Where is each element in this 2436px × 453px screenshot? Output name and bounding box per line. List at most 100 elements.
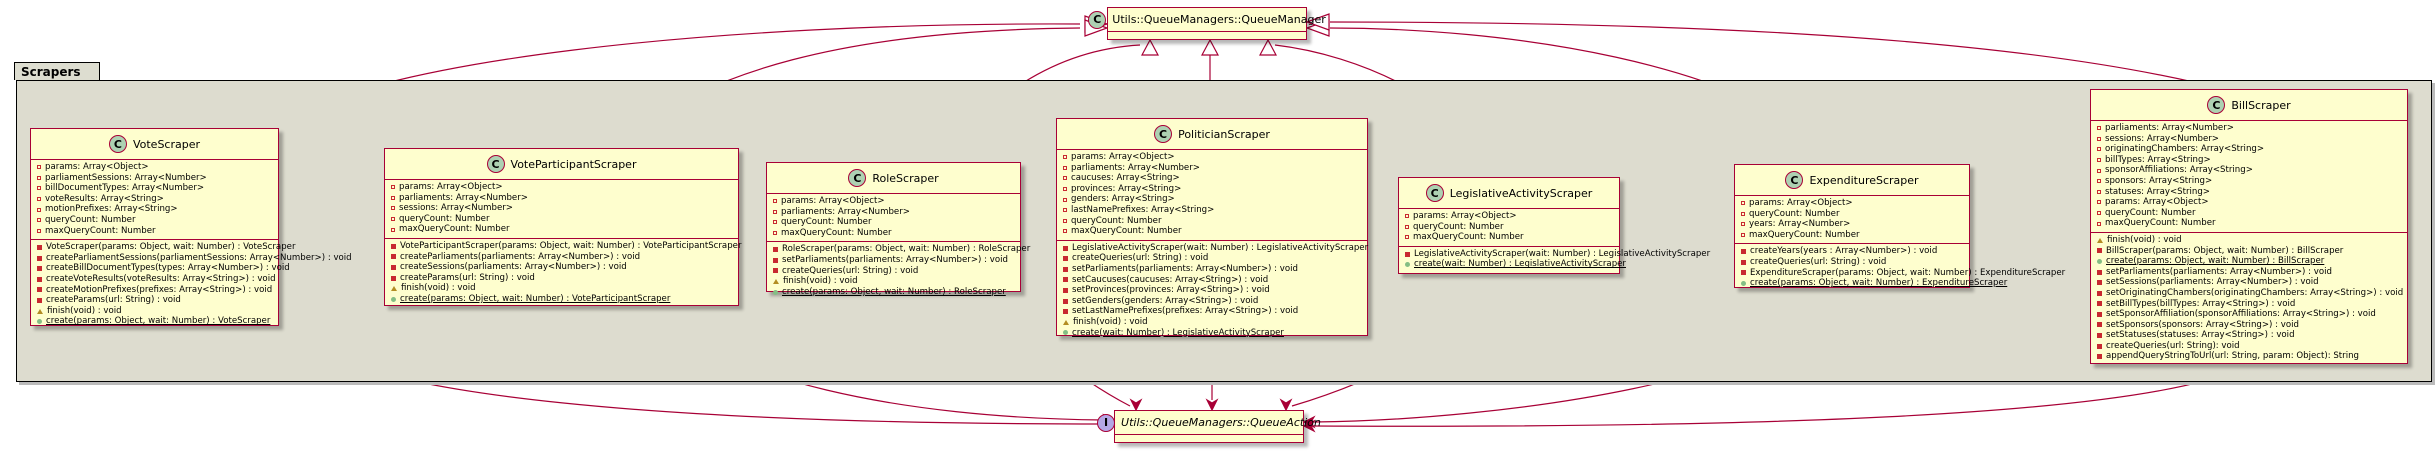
method-text: createParams(url: String) : void [46,295,181,306]
method-text: createQueries(url: String): void [2106,340,2240,351]
class-stereotype-icon: C [1425,184,1444,202]
class-field: billDocumentTypes: Array<Number> [31,183,278,194]
method-text: setParliaments(parliaments: Array<Number… [1072,263,1298,274]
method-text: createMotionPrefixes(prefixes: Array<Str… [46,284,273,295]
field-text: billTypes: Array<String> [2105,154,2211,165]
field-text: params: Array<Object> [781,196,885,206]
visibility-icon [1741,280,1746,286]
method-text: setStatuses(statuses: Array<String>) : v… [2106,330,2295,341]
visibility-icon [391,275,396,281]
class-field: maxQueryCount: Number [385,224,738,235]
class-method: finish(void) : void [767,276,1020,287]
field-text: queryCount: Number [2105,207,2196,218]
field-text: billDocumentTypes: Array<Number> [45,183,205,194]
method-text: finish(void) : void [401,283,476,294]
class-methods-section: LegislativeActivityScraper(wait: Number)… [1399,245,1710,273]
inheritance-arrowhead [1201,38,1219,56]
method-text: create(params: Object, wait: Number) : V… [46,316,271,327]
class-method: BillScraper(params: Object, wait: Number… [2091,246,2407,257]
field-text: lastNamePrefixes: Array<String> [1071,204,1215,215]
visibility-icon [1063,266,1068,272]
field-text: years: Array<Number> [1749,219,1851,230]
method-text: createQueries(url: String) : void [1072,253,1209,264]
visibility-icon [1063,176,1067,181]
class-method: setCaucuses(caucuses: Array<String>) : v… [1057,275,1367,286]
field-text: motionPrefixes: Array<String> [45,204,178,215]
class-field: params: Array<Object> [31,162,278,173]
usage-arrowhead [1205,398,1219,412]
class-method: setBillTypes(billTypes: Array<String>) :… [2091,299,2407,310]
queue-action-interface[interactable]: I Utils::QueueManagers::QueueAction [1097,410,1321,443]
class-method: finish(void) : void [2091,235,2407,246]
field-text: maxQueryCount: Number [1749,229,1860,240]
class-name: Utils::QueueManagers::QueueManager [1112,13,1326,26]
class-methods-section: VoteScraper(params: Object, wait: Number… [31,239,352,330]
class-field: queryCount: Number [1057,216,1367,227]
class-method: createQueries(url: String) : void [1057,253,1367,264]
class-field: sessions: Array<Number> [385,203,738,214]
class-stereotype-icon: C [108,135,127,153]
interface-name: Utils::QueueManagers::QueueAction [1121,416,1321,429]
class-field: params: Array<Object> [385,182,738,193]
class-method: createQueries(url: String): void [2091,341,2407,352]
field-text: maxQueryCount: Number [1413,232,1524,243]
field-text: maxQueryCount: Number [2105,218,2216,229]
method-text: finish(void) : void [47,305,122,316]
field-text: queryCount: Number [781,217,872,228]
visibility-icon [2097,322,2102,328]
class-field: years: Array<Number> [1735,219,1969,230]
visibility-icon [37,308,43,314]
method-text: LegislativeActivityScraper(wait: Number)… [1414,248,1711,259]
class-methods-section: LegislativeActivityScraper(wait: Number)… [1057,239,1368,341]
inheritance-arrowhead [1141,38,1159,56]
method-text: createBillDocumentTypes(types: Array<Num… [46,263,290,274]
field-text: sponsors: Array<String> [2105,175,2213,186]
visibility-icon [1063,208,1067,213]
visibility-icon [1741,222,1745,227]
visibility-icon [37,207,41,212]
class-field: parliaments: Array<Number> [767,207,1020,218]
visibility-icon [2097,168,2101,173]
visibility-icon [37,266,42,272]
visibility-icon [37,255,42,261]
visibility-icon [2097,126,2101,131]
class-method: finish(void) : void [31,306,278,317]
class-method: create(params: Object, wait: Number) : B… [2091,256,2407,267]
queue-manager-class[interactable]: C Utils::QueueManagers::QueueManager [1088,7,1326,40]
class-field: lastNamePrefixes: Array<String> [1057,205,1367,216]
field-text: parliaments: Array<Number> [1071,162,1200,173]
field-text: originatingChambers: Array<String> [2105,144,2265,155]
visibility-icon [2097,248,2102,254]
inheritance-arrowhead [1305,13,1330,31]
field-text: voteResults: Array<String> [45,193,164,204]
field-text: queryCount: Number [45,214,136,225]
field-text: sponsorAffiliations: Array<String> [2105,165,2253,176]
visibility-icon [1741,201,1745,206]
visibility-icon [2097,301,2102,307]
visibility-icon [37,297,42,303]
visibility-icon [2097,189,2101,194]
class-method: createSessions(parliaments: Array<Number… [385,262,738,273]
visibility-icon [2097,290,2102,296]
method-text: BillScraper(params: Object, wait: Number… [2106,245,2344,256]
visibility-icon [773,289,778,295]
class-method: setSponsors(sponsors: Array<String>) : v… [2091,320,2407,331]
class-field: sponsors: Array<String> [2091,176,2407,187]
class-field: queryCount: Number [2091,208,2407,219]
class-method: createParams(url: String) : void [385,273,738,284]
field-text: params: Array<Object> [399,182,503,192]
class-method: setSponsorAffiliation(sponsorAffiliation… [2091,309,2407,320]
visibility-icon [773,231,777,236]
class-method: createVoteResults(voteResults: Array<Str… [31,274,278,285]
class-field: provinces: Array<String> [1057,184,1367,195]
class-field: maxQueryCount: Number [1735,230,1969,241]
